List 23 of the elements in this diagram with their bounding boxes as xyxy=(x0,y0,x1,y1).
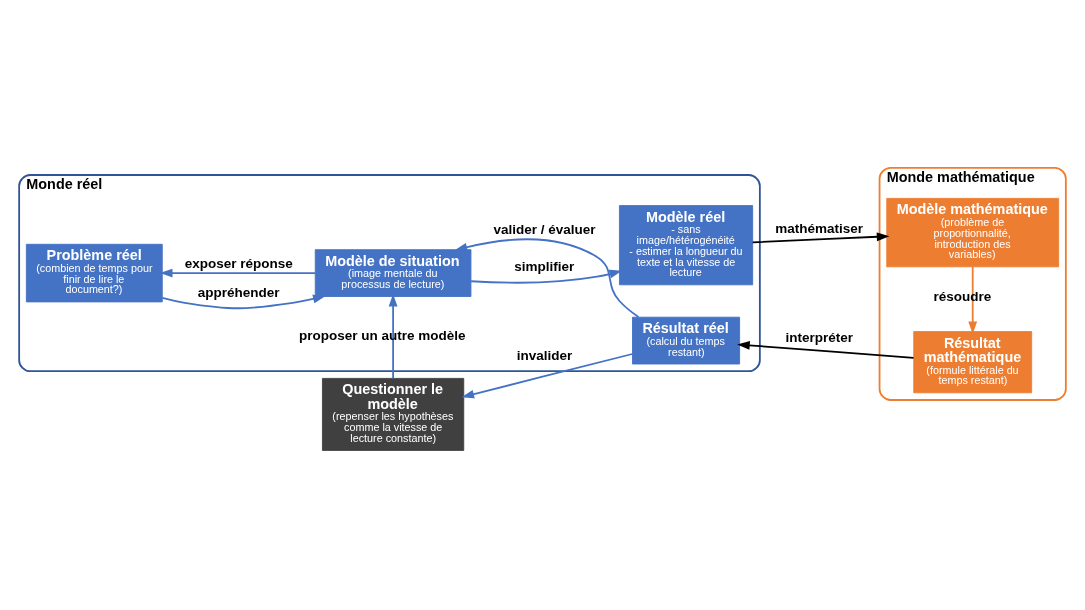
arrow xyxy=(161,294,326,309)
node-box: Modèle réel - sans image/hétérogénéité - estimer la longueur du texte et la vitesse de lecture xyxy=(619,204,754,285)
arrow xyxy=(968,265,978,334)
edge-label: simplifier xyxy=(514,258,575,274)
edge-label: mathématiser xyxy=(775,220,863,236)
edge-label: interpréter xyxy=(785,329,854,345)
arrow xyxy=(470,269,622,284)
arrow xyxy=(159,268,316,277)
arrow xyxy=(751,231,890,243)
edge-label: exposer réponse xyxy=(184,255,293,271)
arrow xyxy=(454,238,640,318)
node-box: Problème réel (combien de temps pour finir de lire le document?) xyxy=(25,243,163,302)
node-box: Modèle mathématique (problème de proportionnalité, introduction des variables) xyxy=(886,197,1060,267)
node-box: Résultat mathématique (formule littérale du temps restant) xyxy=(913,330,1033,393)
arrow xyxy=(461,352,634,398)
edge-label: invalider xyxy=(516,347,573,362)
arrow xyxy=(737,340,915,359)
arrow xyxy=(388,293,398,379)
node-box: Modèle de situation (image mentale du processus de lecture) xyxy=(314,248,472,297)
edge-label: appréhender xyxy=(197,284,280,300)
edge-label: valider / évaluer xyxy=(493,221,596,237)
node-box: Résultat réel (calcul du temps restant) xyxy=(632,316,741,364)
node-box: Questionner le modèle (repenser les hypothèses comme la vitesse de lecture constante) xyxy=(322,377,465,451)
